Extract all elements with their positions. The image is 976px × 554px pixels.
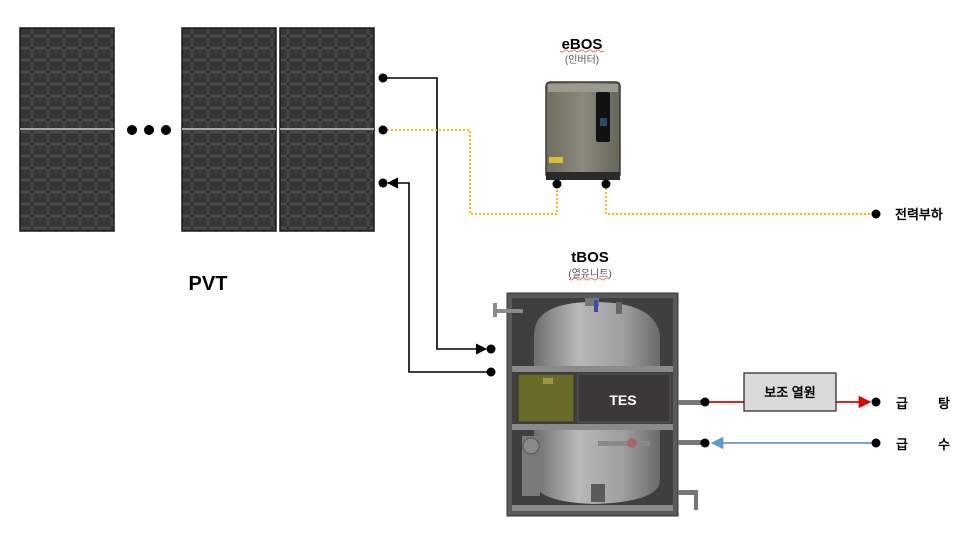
- panel-ellipsis: [127, 125, 171, 135]
- ac-line-to-inverter: [383, 129, 558, 215]
- pv-terminal-2: [378, 125, 388, 135]
- ebos-subtitle: (인버터): [565, 54, 599, 66]
- supply-water-label-1: 급: [896, 437, 908, 452]
- power-load-label: 전력부하: [895, 207, 943, 222]
- dc-line-return: [386, 177, 490, 373]
- tbos-terminal-in: [486, 344, 496, 354]
- supply-water-label-2: 수: [938, 437, 950, 452]
- hot-water-label-1: 급: [896, 396, 908, 411]
- pv-panel-3: [279, 27, 375, 232]
- hot-water-label-2: 탕: [938, 396, 950, 411]
- pv-terminal-3: [378, 178, 388, 188]
- pv-panel-1: [19, 27, 115, 232]
- inverter-icon: [545, 81, 621, 180]
- pv-terminal-1: [378, 73, 388, 83]
- aux-heat-label: 보조 열원: [764, 385, 815, 400]
- aux-heat-box: [743, 372, 837, 412]
- ac-line-to-load: [605, 184, 875, 215]
- supply-water-terminal: [871, 438, 881, 448]
- ebos-title: eBOS: [562, 36, 603, 53]
- power-load-terminal: [871, 209, 881, 219]
- tbos-underline: [568, 277, 610, 281]
- hot-water-terminal: [871, 397, 881, 407]
- tbos-subtitle: (열유니트): [568, 268, 611, 280]
- outlet-valves: [678, 400, 702, 510]
- cold-water-tbos-terminal: [700, 438, 710, 448]
- inverter-terminal-out: [601, 179, 611, 189]
- tes-label: TES: [609, 392, 636, 408]
- pv-panel-2: [181, 27, 277, 232]
- thermal-unit-icon: [493, 292, 679, 517]
- inverter-terminal-in: [552, 179, 562, 189]
- tbos-terminal-return: [486, 367, 496, 377]
- pvt-label: PVT: [189, 273, 228, 295]
- dc-line-out: [383, 77, 488, 355]
- ebos-underline: [559, 49, 605, 53]
- tbos-title: tBOS: [571, 249, 609, 266]
- hot-water-tbos-terminal: [700, 397, 710, 407]
